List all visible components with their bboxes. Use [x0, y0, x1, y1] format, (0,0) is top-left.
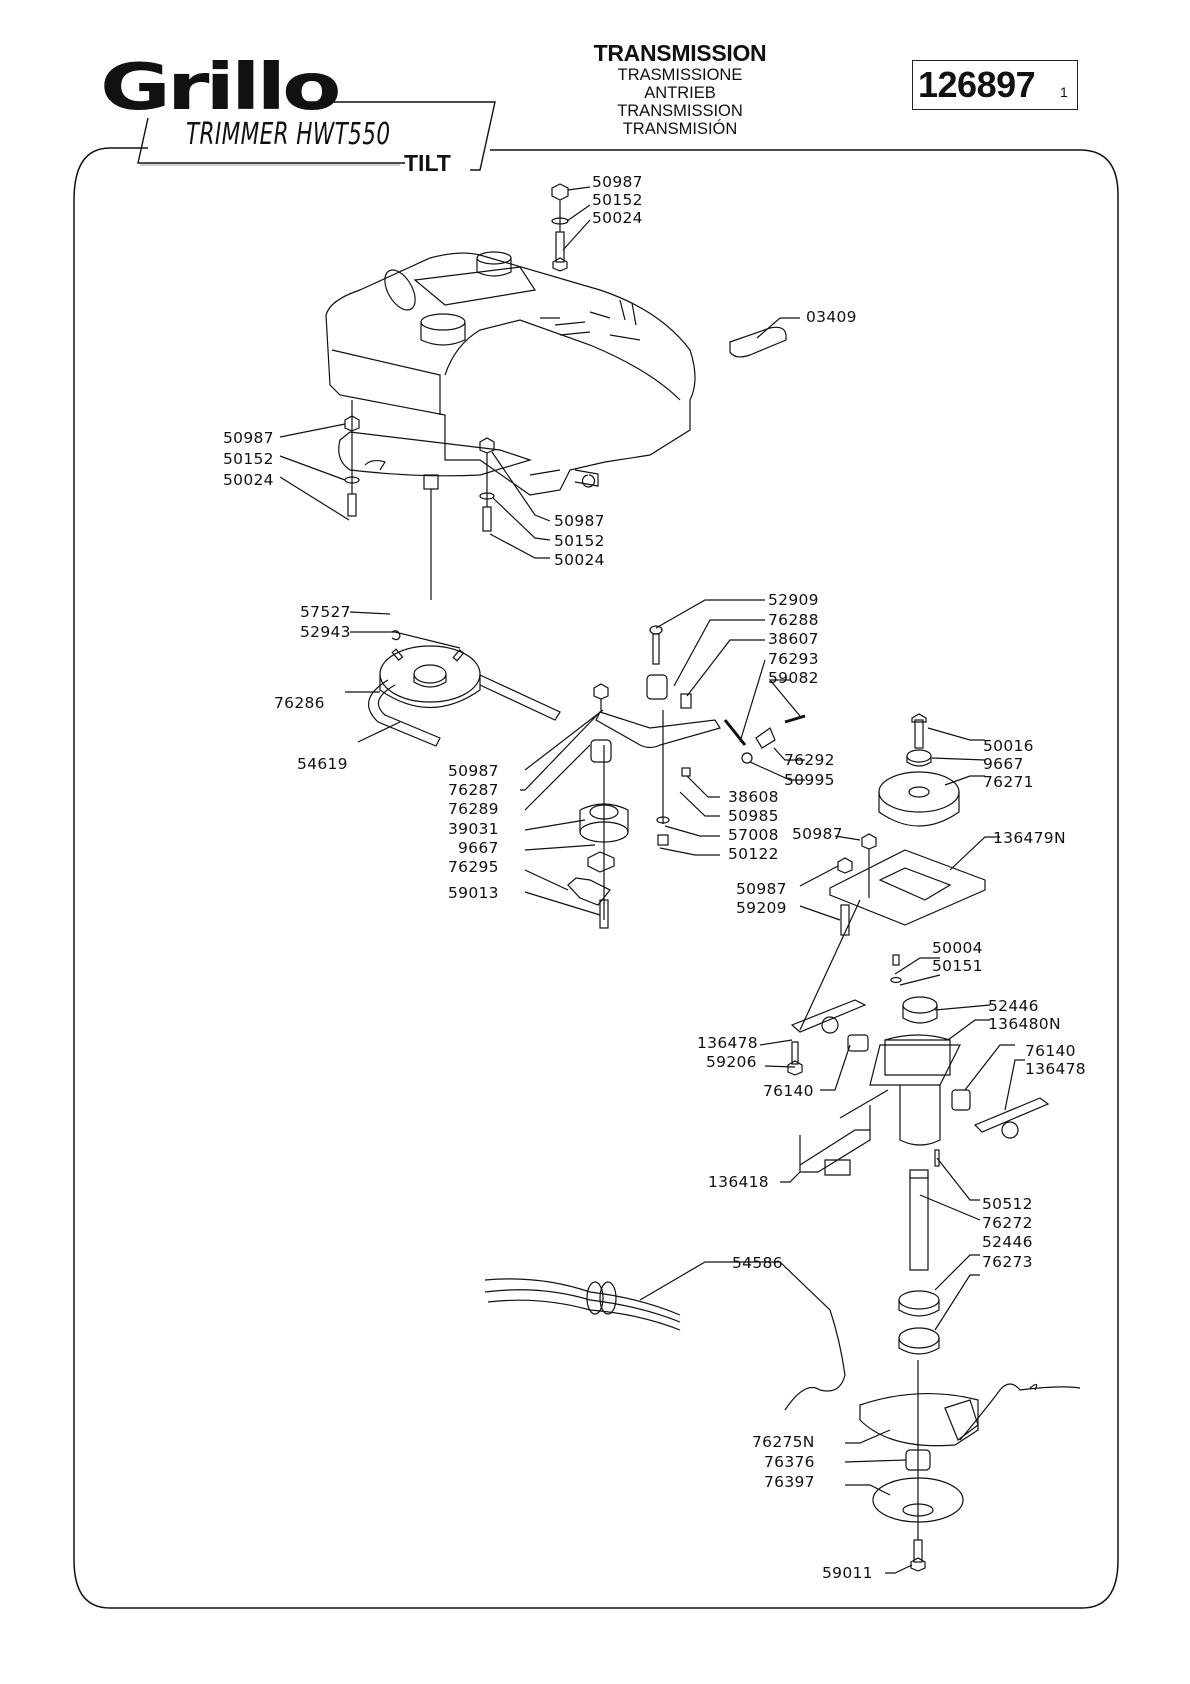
part-label: 136478: [1025, 1060, 1086, 1078]
part-label: 52446: [988, 997, 1039, 1015]
part-label: 03409: [806, 308, 857, 326]
part-label: 76272: [982, 1214, 1033, 1232]
title-french: TRANSMISSION: [617, 102, 743, 120]
part-label: 50004: [932, 939, 983, 957]
mid-engine-fasteners: [479, 437, 551, 559]
engine-base-plate: [338, 431, 532, 600]
part-label: 76288: [768, 611, 819, 629]
part-label: 50987: [223, 429, 274, 447]
part-label: 76140: [763, 1082, 814, 1100]
part-label: 38608: [728, 788, 779, 806]
part-label: 50985: [728, 807, 779, 825]
part-label: 50016: [983, 737, 1034, 755]
part-label: 50024: [223, 471, 274, 489]
part-label: 136479N: [993, 829, 1066, 847]
part-label: 50151: [932, 957, 983, 975]
mounting-plate: [799, 833, 1000, 936]
part-label: 38607: [768, 630, 819, 648]
part-label: 50987: [554, 512, 605, 530]
page-frame: [73, 147, 1119, 1609]
part-label: 76273: [982, 1253, 1033, 1271]
part-number: 126897: [918, 64, 1036, 105]
part-label: 59206: [706, 1053, 757, 1071]
part-label: 76397: [764, 1473, 815, 1491]
part-label: 39031: [448, 820, 499, 838]
part-label: 57008: [728, 826, 779, 844]
part-label: 50512: [982, 1195, 1033, 1213]
part-label: 76286: [274, 694, 325, 712]
title-italian: TRASMISSIONE: [617, 66, 743, 84]
part-label: 52943: [300, 623, 351, 641]
part-label: 50987: [448, 762, 499, 780]
part-label: 54586: [732, 1254, 783, 1272]
tensioner-assembly: [567, 625, 806, 929]
part-label: 57527: [300, 603, 351, 621]
part-label: 52446: [982, 1233, 1033, 1251]
part-label: 50987: [736, 880, 787, 898]
part-label: 76275N: [752, 1433, 815, 1451]
part-label: 136480N: [988, 1015, 1061, 1033]
part-label: 59013: [448, 884, 499, 902]
part-label: 59209: [736, 899, 787, 917]
page-title: TRANSMISSION: [593, 40, 767, 66]
part-label: 76293: [768, 650, 819, 668]
title-german: ANTRIEB: [644, 84, 716, 102]
part-label: 50024: [592, 209, 643, 227]
part-label: 50987: [792, 825, 843, 843]
part-label: 50995: [784, 771, 835, 789]
part-label: 76289: [448, 800, 499, 818]
part-label: 76271: [983, 773, 1034, 791]
part-label: 50122: [728, 845, 779, 863]
part-label: 76287: [448, 781, 499, 799]
part-label: 50152: [554, 532, 605, 550]
driven-pulley-stack: [878, 713, 986, 827]
part-label: 136418: [708, 1173, 769, 1191]
part-label: 76292: [784, 751, 835, 769]
part-label: 76140: [1025, 1042, 1076, 1060]
part-label: 50152: [592, 191, 643, 209]
left-engine-fasteners: [279, 400, 360, 521]
blade-guard: [844, 1360, 979, 1574]
pivot-arms: [759, 899, 1050, 1139]
part-label: 50024: [554, 551, 605, 569]
part-number-box: [912, 60, 1078, 110]
part-label: 136478: [697, 1034, 758, 1052]
engine: [325, 251, 696, 496]
engine-pulley: [345, 611, 561, 747]
title-spanish: TRANSMISIÓN: [622, 120, 738, 138]
model-name: TRIMMER HWT550: [186, 117, 391, 152]
decal: [729, 317, 800, 358]
part-label: 59082: [768, 669, 819, 687]
top-fastener-stack: [551, 183, 591, 272]
brand-logo: Grillo: [100, 51, 341, 125]
tensioner-leader-lines: [520, 599, 805, 916]
part-label: 76376: [764, 1453, 815, 1471]
part-label: 59011: [822, 1564, 873, 1582]
part-label: 50987: [592, 173, 643, 191]
model-variant: TILT: [404, 150, 451, 176]
cable-bundle: [484, 1261, 1081, 1441]
part-label: 9667: [983, 755, 1024, 773]
support-bracket: [780, 1089, 889, 1183]
part-label: 54619: [297, 755, 348, 773]
gear-housing: [869, 954, 991, 1355]
part-label: 50152: [223, 450, 274, 468]
part-label: 76295: [448, 858, 499, 876]
part-label: 52909: [768, 591, 819, 609]
part-label: 9667: [458, 839, 499, 857]
model-banner: [137, 101, 496, 171]
revision-number: 1: [1060, 84, 1068, 100]
